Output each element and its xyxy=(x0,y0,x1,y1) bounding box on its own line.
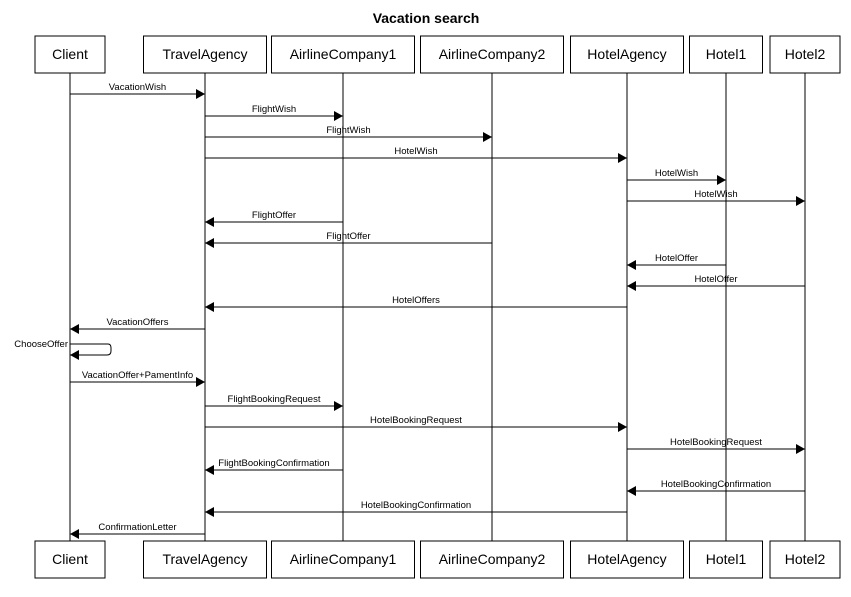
message-label-6: FlightOffer xyxy=(252,210,296,221)
participant-label-hotelagency-bottom: HotelAgency xyxy=(587,551,666,567)
message-label-5: HotelWish xyxy=(694,189,737,200)
participant-box-air2-bottom xyxy=(420,540,564,579)
participant-label-air2-top: AirlineCompany2 xyxy=(439,46,546,62)
message-label-18: HotelBookingConfirmation xyxy=(661,479,771,490)
participant-boxes-top: Client TravelAgency AirlineCompany1 Airline… xyxy=(34,35,841,74)
participant-label-client-top: Client xyxy=(52,46,88,62)
message-label-13: VacationOffer+PamentInfo xyxy=(82,370,193,381)
participant-box-hotel1-bottom xyxy=(689,540,763,579)
participant-box-air1-top xyxy=(271,35,415,74)
participant-label-travel-bottom: TravelAgency xyxy=(162,551,247,567)
message-label-14: FlightBookingRequest xyxy=(228,394,321,405)
participant-box-hotelagency-top xyxy=(570,35,684,74)
participant-label-hotel2-top: Hotel2 xyxy=(785,46,826,62)
message-label-19: HotelBookingConfirmation xyxy=(361,500,471,511)
participant-box-hotel1-top xyxy=(689,35,763,74)
message-label-20: ConfirmationLetter xyxy=(98,522,176,533)
message-label-2: FlightWish xyxy=(326,125,370,136)
participant-boxes-bottom: Client TravelAgency AirlineCompany1 Airline… xyxy=(34,540,841,579)
participant-label-hotelagency-top: HotelAgency xyxy=(587,46,666,62)
participant-label-travel-top: TravelAgency xyxy=(162,46,247,62)
participant-box-travel-top xyxy=(143,35,267,74)
message-label-0: VacationWish xyxy=(109,82,166,93)
participant-label-air1-bottom: AirlineCompany1 xyxy=(290,551,397,567)
message-label-15: HotelBookingRequest xyxy=(370,415,462,426)
message-label-4: HotelWish xyxy=(655,168,698,179)
message-label-3: HotelWish xyxy=(394,146,437,157)
message-label-11: VacationOffers xyxy=(107,317,169,328)
message-arrow-12 xyxy=(70,343,112,360)
participant-label-air1-top: AirlineCompany1 xyxy=(290,46,397,62)
participant-box-hotel2-bottom xyxy=(769,540,841,579)
participant-box-client-top xyxy=(34,35,106,74)
participant-box-hotel2-top xyxy=(769,35,841,74)
message-label-7: FlightOffer xyxy=(326,231,370,242)
participant-label-hotel2-bottom: Hotel2 xyxy=(785,551,826,567)
message-label-1: FlightWish xyxy=(252,104,296,115)
participant-label-hotel1-bottom: Hotel1 xyxy=(706,551,747,567)
message-label-8: HotelOffer xyxy=(655,253,698,264)
message-label-12: ChooseOffer xyxy=(14,339,68,350)
message-label-17: FlightBookingConfirmation xyxy=(218,458,329,469)
diagram-title: Vacation search xyxy=(373,10,480,26)
message-label-9: HotelOffer xyxy=(694,274,737,285)
participant-box-travel-bottom xyxy=(143,540,267,579)
participant-box-client-bottom xyxy=(34,540,106,579)
message-label-16: HotelBookingRequest xyxy=(670,437,762,448)
message-label-10: HotelOffers xyxy=(392,295,440,306)
participant-label-air2-bottom: AirlineCompany2 xyxy=(439,551,546,567)
participant-label-hotel1-top: Hotel1 xyxy=(706,46,747,62)
participant-box-air2-top xyxy=(420,35,564,74)
participant-box-hotelagency-bottom xyxy=(570,540,684,579)
participant-box-air1-bottom xyxy=(271,540,415,579)
participant-label-client-bottom: Client xyxy=(52,551,88,567)
messages: VacationWishFlightWishFlightWishHotelWis… xyxy=(14,82,805,539)
